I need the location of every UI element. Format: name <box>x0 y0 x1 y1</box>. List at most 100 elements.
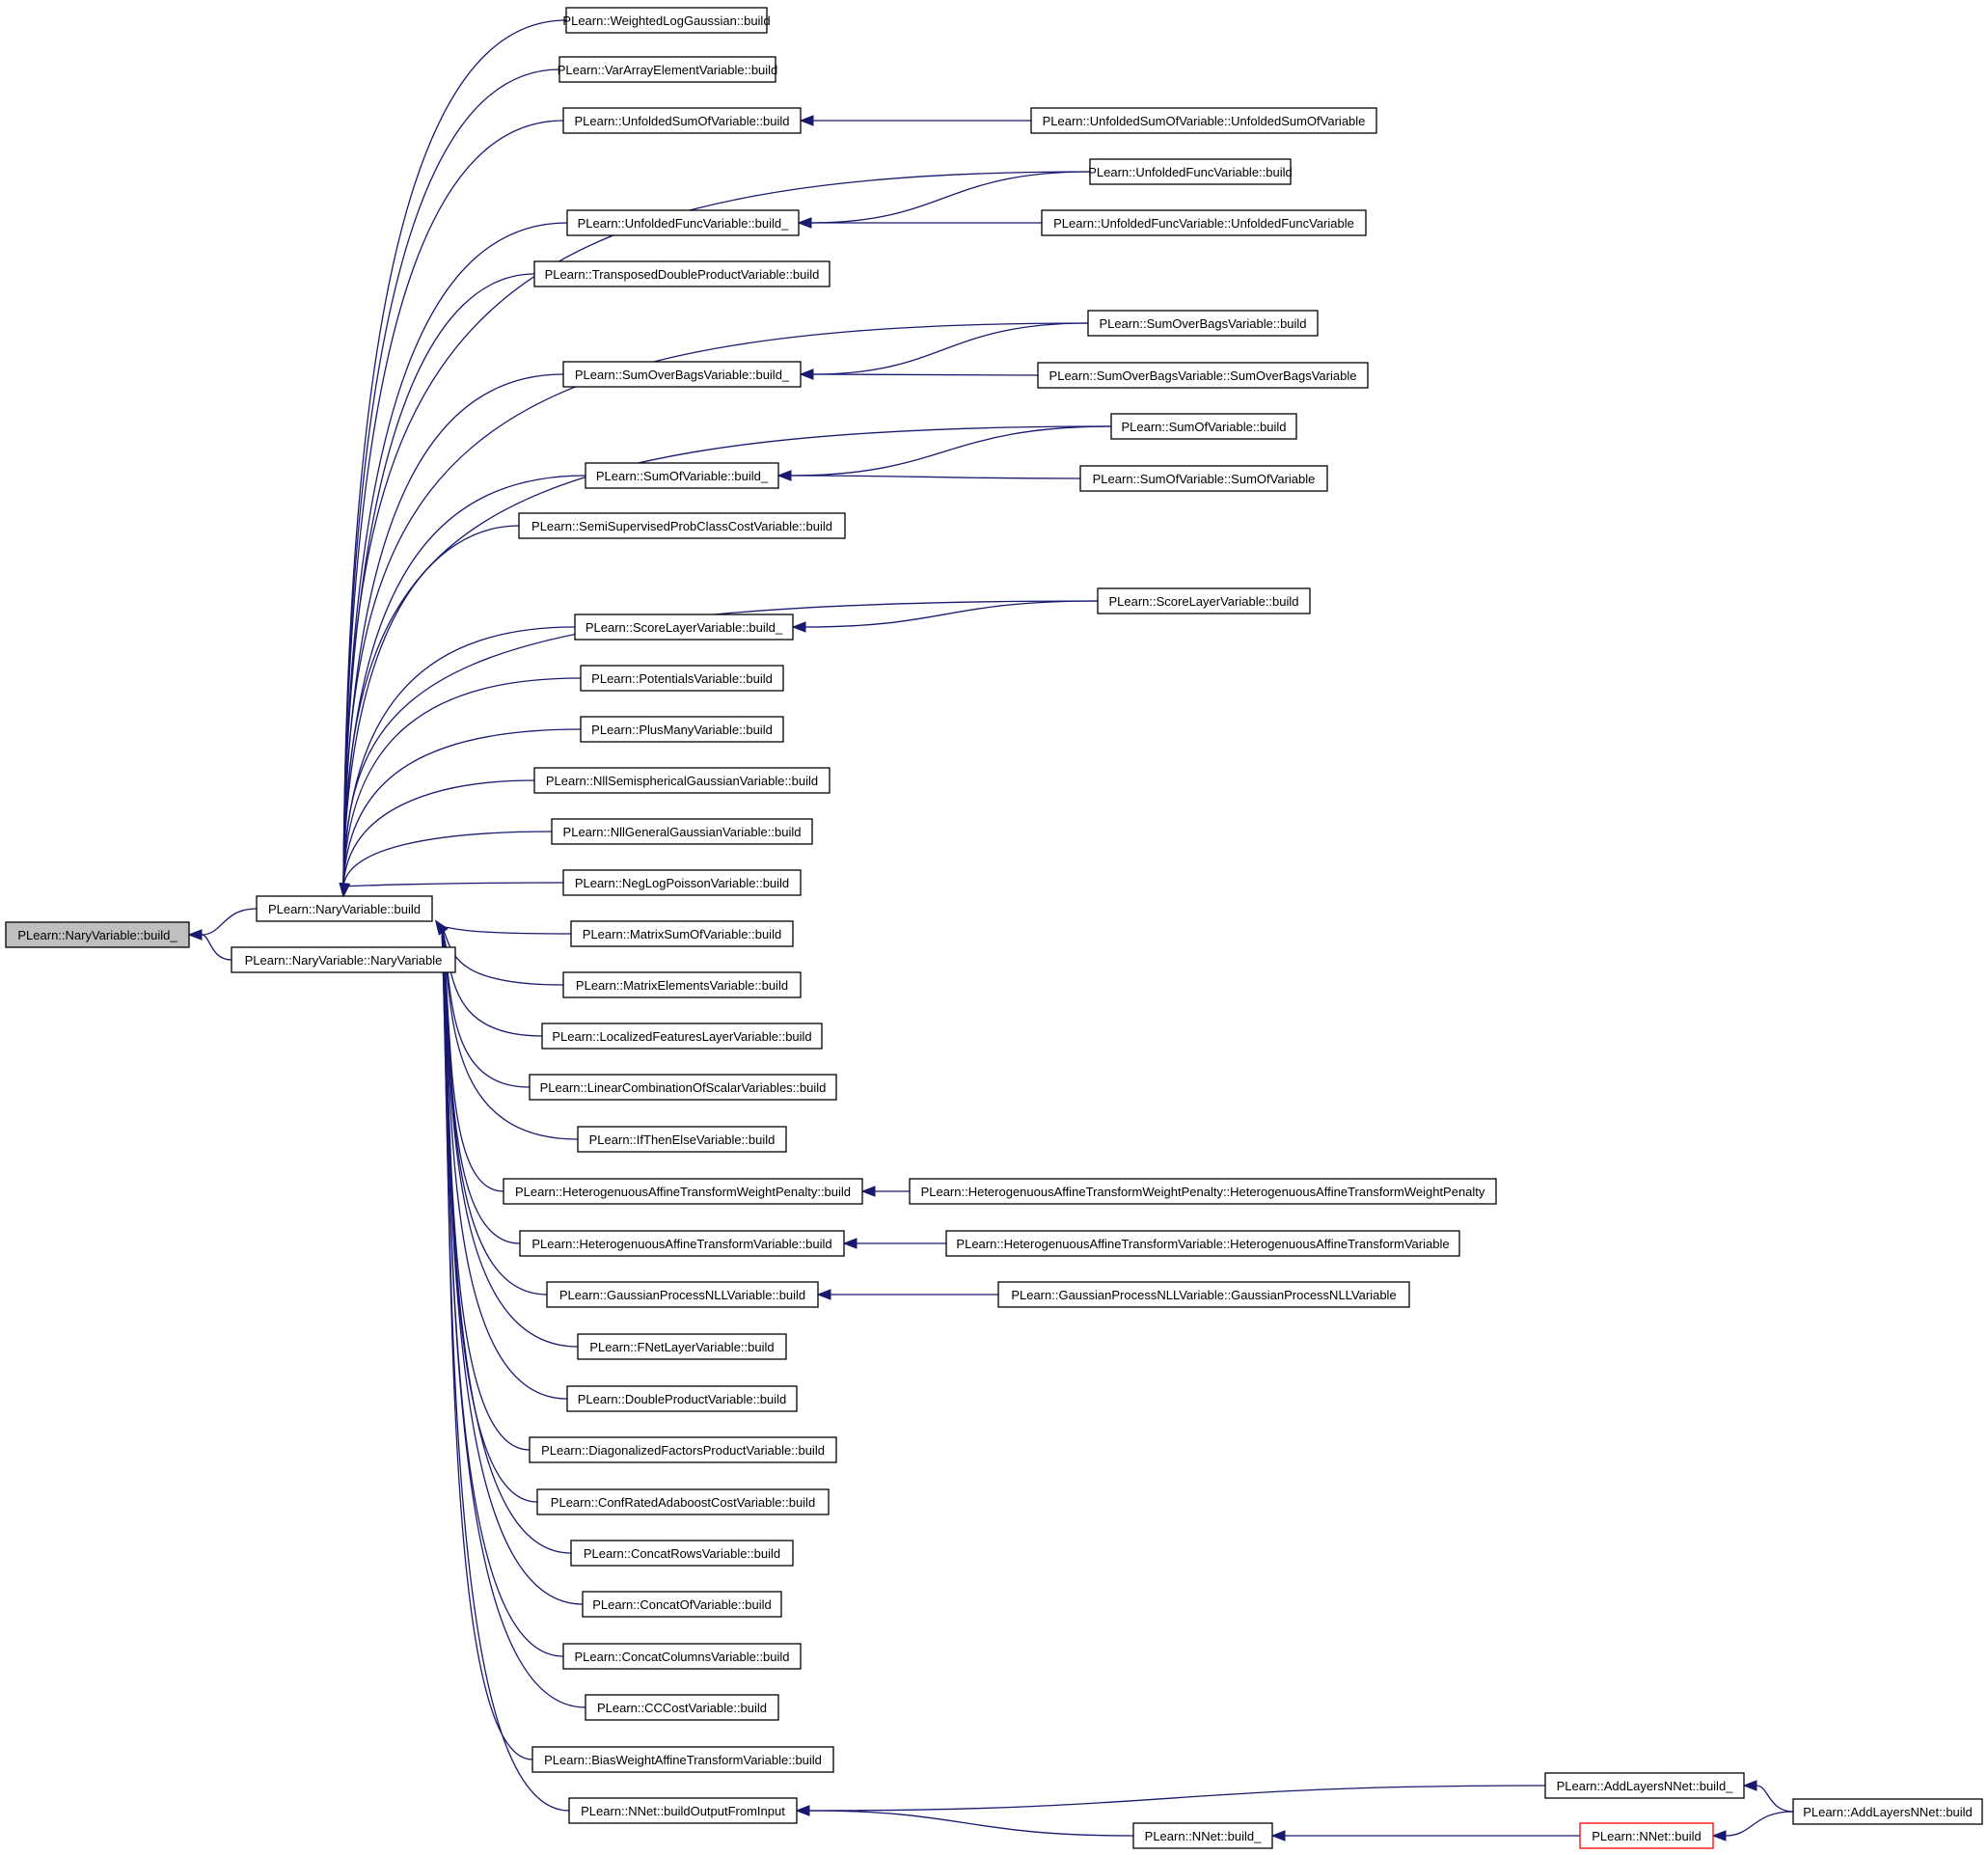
node-box <box>909 1178 1497 1205</box>
edge-n4-to-n1 <box>342 68 560 887</box>
node-box <box>529 1436 837 1463</box>
node-var-array-element-variable-build[interactable]: PLearn::VarArrayElementVariable::build <box>558 56 778 83</box>
node-label: PLearn::CCCostVariable::build <box>597 1701 767 1715</box>
node-if-then-else-variable-build[interactable]: PLearn::IfThenElseVariable::build <box>577 1126 787 1153</box>
node-box <box>1089 158 1292 185</box>
node-score-layer-variable-build[interactable]: PLearn::ScoreLayerVariable::build_ <box>574 614 794 641</box>
arrowhead-icon <box>799 115 814 126</box>
node-box <box>562 971 802 998</box>
arrowhead-icon <box>795 1805 810 1816</box>
node-heterogenuous-affine-transform-variable-heterogenuous-affine-transform-variable[interactable]: PLearn::HeterogenuousAffineTransformVari… <box>945 1230 1460 1257</box>
node-unfolded-func-variable-build[interactable]: PLearn::UnfoldedFuncVariable::build <box>1088 158 1293 185</box>
node-box <box>1041 209 1367 236</box>
node-label: PLearn::UnfoldedFuncVariable::build <box>1088 165 1293 179</box>
node-double-product-variable-build[interactable]: PLearn::DoubleProductVariable::build <box>566 1385 798 1412</box>
nodes-layer: PLearn::NaryVariable::build_PLearn::Nary… <box>5 7 1983 1849</box>
node-diagonalized-factors-product-variable-build[interactable]: PLearn::DiagonalizedFactorsProductVariab… <box>529 1436 837 1463</box>
node-weighted-log-gaussian-build[interactable]: PLearn::WeightedLogGaussian::build <box>562 7 771 34</box>
node-sum-of-variable-build[interactable]: PLearn::SumOfVariable::build_ <box>585 462 779 489</box>
node-unfolded-func-variable-unfolded-func-variable[interactable]: PLearn::UnfoldedFuncVariable::UnfoldedFu… <box>1041 209 1367 236</box>
node-concat-of-variable-build[interactable]: PLearn::ConcatOfVariable::build <box>582 1591 782 1618</box>
node-label: PLearn::NNet::build_ <box>1145 1829 1262 1843</box>
node-add-layers-nnet-build[interactable]: PLearn::AddLayersNNet::build <box>1792 1798 1983 1825</box>
edge-n47-to-n49 <box>1725 1811 1794 1837</box>
node-label: PLearn::MatrixSumOfVariable::build <box>583 927 781 941</box>
node-label: PLearn::WeightedLogGaussian::build <box>562 14 770 28</box>
node-score-layer-variable-build[interactable]: PLearn::ScoreLayerVariable::build <box>1097 587 1311 614</box>
edge-n1-to-n0 <box>201 908 258 936</box>
node-label: PLearn::SumOfVariable::SumOfVariable <box>1093 472 1316 486</box>
arrowhead-icon <box>1270 1830 1286 1841</box>
node-label: PLearn::SumOverBagsVariable::build <box>1099 316 1306 331</box>
node-concat-columns-variable-build[interactable]: PLearn::ConcatColumnsVariable::build <box>562 1643 802 1670</box>
node-box <box>580 665 784 692</box>
edge-n13-to-n12 <box>812 373 1039 376</box>
node-heterogenuous-affine-transform-weight-penalty-heterogenuous-affine-transform-weight-penalty[interactable]: PLearn::HeterogenuousAffineTransformWeig… <box>909 1178 1497 1205</box>
node-nary-variable-build[interactable]: PLearn::NaryVariable::build <box>256 895 433 922</box>
node-cccost-variable-build[interactable]: PLearn::CCCostVariable::build <box>585 1694 779 1721</box>
node-sum-over-bags-variable-build[interactable]: PLearn::SumOverBagsVariable::build_ <box>562 361 802 388</box>
node-label: PLearn::HeterogenuousAffineTransformVari… <box>531 1237 831 1251</box>
node-label: PLearn::ConfRatedAdaboostCostVariable::b… <box>551 1495 815 1510</box>
edge-n45-to-n1 <box>441 926 570 1812</box>
node-label: PLearn::SumOfVariable::build_ <box>596 469 769 483</box>
node-label: PLearn::NNet::build <box>1592 1829 1701 1843</box>
edge-n19-to-n1 <box>342 626 576 887</box>
node-label: PLearn::HeterogenuousAffineTransformWeig… <box>515 1185 851 1199</box>
edge-n10-to-n1 <box>342 273 535 887</box>
node-plus-many-variable-build[interactable]: PLearn::PlusManyVariable::build <box>580 716 784 743</box>
node-neg-log-poisson-variable-build[interactable]: PLearn::NegLogPoissonVariable::build <box>562 869 802 896</box>
node-concat-rows-variable-build[interactable]: PLearn::ConcatRowsVariable::build <box>570 1540 794 1567</box>
node-matrix-elements-variable-build[interactable]: PLearn::MatrixElementsVariable::build <box>562 971 802 998</box>
node-gaussian-process-nllvariable-build[interactable]: PLearn::GaussianProcessNLLVariable::buil… <box>546 1281 819 1308</box>
node-nary-variable-build[interactable]: PLearn::NaryVariable::build_ <box>5 921 190 948</box>
node-nll-general-gaussian-variable-build[interactable]: PLearn::NllGeneralGaussianVariable::buil… <box>551 818 813 845</box>
node-nnet-build[interactable]: PLearn::NNet::build <box>1579 1822 1714 1849</box>
node-box <box>1132 1822 1273 1849</box>
node-box <box>503 1178 863 1205</box>
node-matrix-sum-of-variable-build[interactable]: PLearn::MatrixSumOfVariable::build <box>570 920 794 947</box>
node-transposed-double-product-variable-build[interactable]: PLearn::TransposedDoubleProductVariable:… <box>533 260 831 287</box>
node-unfolded-sum-of-variable-build[interactable]: PLearn::UnfoldedSumOfVariable::build <box>562 107 802 134</box>
node-bias-weight-affine-transform-variable-build[interactable]: PLearn::BiasWeightAffineTransformVariabl… <box>531 1746 834 1773</box>
node-label: PLearn::LinearCombinationOfScalarVariabl… <box>540 1080 827 1095</box>
node-gaussian-process-nllvariable-gaussian-process-nllvariable[interactable]: PLearn::GaussianProcessNLLVariable::Gaus… <box>997 1281 1410 1308</box>
node-unfolded-func-variable-build[interactable]: PLearn::UnfoldedFuncVariable::build_ <box>566 209 800 236</box>
node-box <box>945 1230 1460 1257</box>
node-semi-supervised-prob-class-cost-variable-build[interactable]: PLearn::SemiSupervisedProbClassCostVaria… <box>518 512 846 539</box>
node-label: PLearn::IfThenElseVariable::build <box>589 1132 776 1147</box>
node-nll-semispherical-gaussian-variable-build[interactable]: PLearn::NllSemisphericalGaussianVariable… <box>533 767 831 794</box>
node-add-layers-nnet-build[interactable]: PLearn::AddLayersNNet::build_ <box>1544 1772 1745 1799</box>
node-box <box>531 1746 834 1773</box>
node-label: PLearn::GaussianProcessNLLVariable::buil… <box>559 1288 805 1302</box>
node-label: PLearn::ScoreLayerVariable::build_ <box>586 620 783 635</box>
edge-n17-to-n1 <box>342 525 520 887</box>
edge-n14-to-n1 <box>342 425 1112 887</box>
node-nnet-build[interactable]: PLearn::NNet::build_ <box>1132 1822 1273 1849</box>
arrowhead-icon <box>776 470 792 481</box>
node-linear-combination-of-scalar-variables-build[interactable]: PLearn::LinearCombinationOfScalarVariabl… <box>529 1074 837 1101</box>
edge-n23-to-n1 <box>342 831 553 887</box>
node-label: PLearn::PlusManyVariable::build <box>591 723 773 737</box>
node-localized-features-layer-variable-build[interactable]: PLearn::LocalizedFeaturesLayerVariable::… <box>541 1023 823 1050</box>
node-box <box>577 1126 787 1153</box>
node-nnet-build-output-from-input[interactable]: PLearn::NNet::buildOutputFromInput <box>568 1797 798 1824</box>
node-sum-over-bags-variable-build[interactable]: PLearn::SumOverBagsVariable::build <box>1087 310 1319 337</box>
node-conf-rated-adaboost-cost-variable-build[interactable]: PLearn::ConfRatedAdaboostCostVariable::b… <box>536 1488 830 1515</box>
node-label: PLearn::LocalizedFeaturesLayerVariable::… <box>552 1029 811 1044</box>
node-unfolded-sum-of-variable-unfolded-sum-of-variable[interactable]: PLearn::UnfoldedSumOfVariable::UnfoldedS… <box>1030 107 1377 134</box>
edge-n22-to-n1 <box>342 779 535 887</box>
node-box <box>541 1023 823 1050</box>
edge-n24-to-n1 <box>342 882 564 887</box>
node-potentials-variable-build[interactable]: PLearn::PotentialsVariable::build <box>580 665 784 692</box>
node-box <box>519 1230 845 1257</box>
node-sum-of-variable-sum-of-variable[interactable]: PLearn::SumOfVariable::SumOfVariable <box>1079 465 1328 492</box>
node-nary-variable-nary-variable[interactable]: PLearn::NaryVariable::NaryVariable <box>231 946 456 973</box>
edge-n5-to-n1 <box>342 120 564 887</box>
node-sum-of-variable-build[interactable]: PLearn::SumOfVariable::build <box>1110 413 1297 440</box>
node-heterogenuous-affine-transform-weight-penalty-build[interactable]: PLearn::HeterogenuousAffineTransformWeig… <box>503 1178 863 1205</box>
node-sum-over-bags-variable-sum-over-bags-variable[interactable]: PLearn::SumOverBagsVariable::SumOverBags… <box>1037 362 1369 389</box>
node-heterogenuous-affine-transform-variable-build[interactable]: PLearn::HeterogenuousAffineTransformVari… <box>519 1230 845 1257</box>
node-fnet-layer-variable-build[interactable]: PLearn::FNetLayerVariable::build <box>577 1333 787 1360</box>
node-box <box>570 920 794 947</box>
